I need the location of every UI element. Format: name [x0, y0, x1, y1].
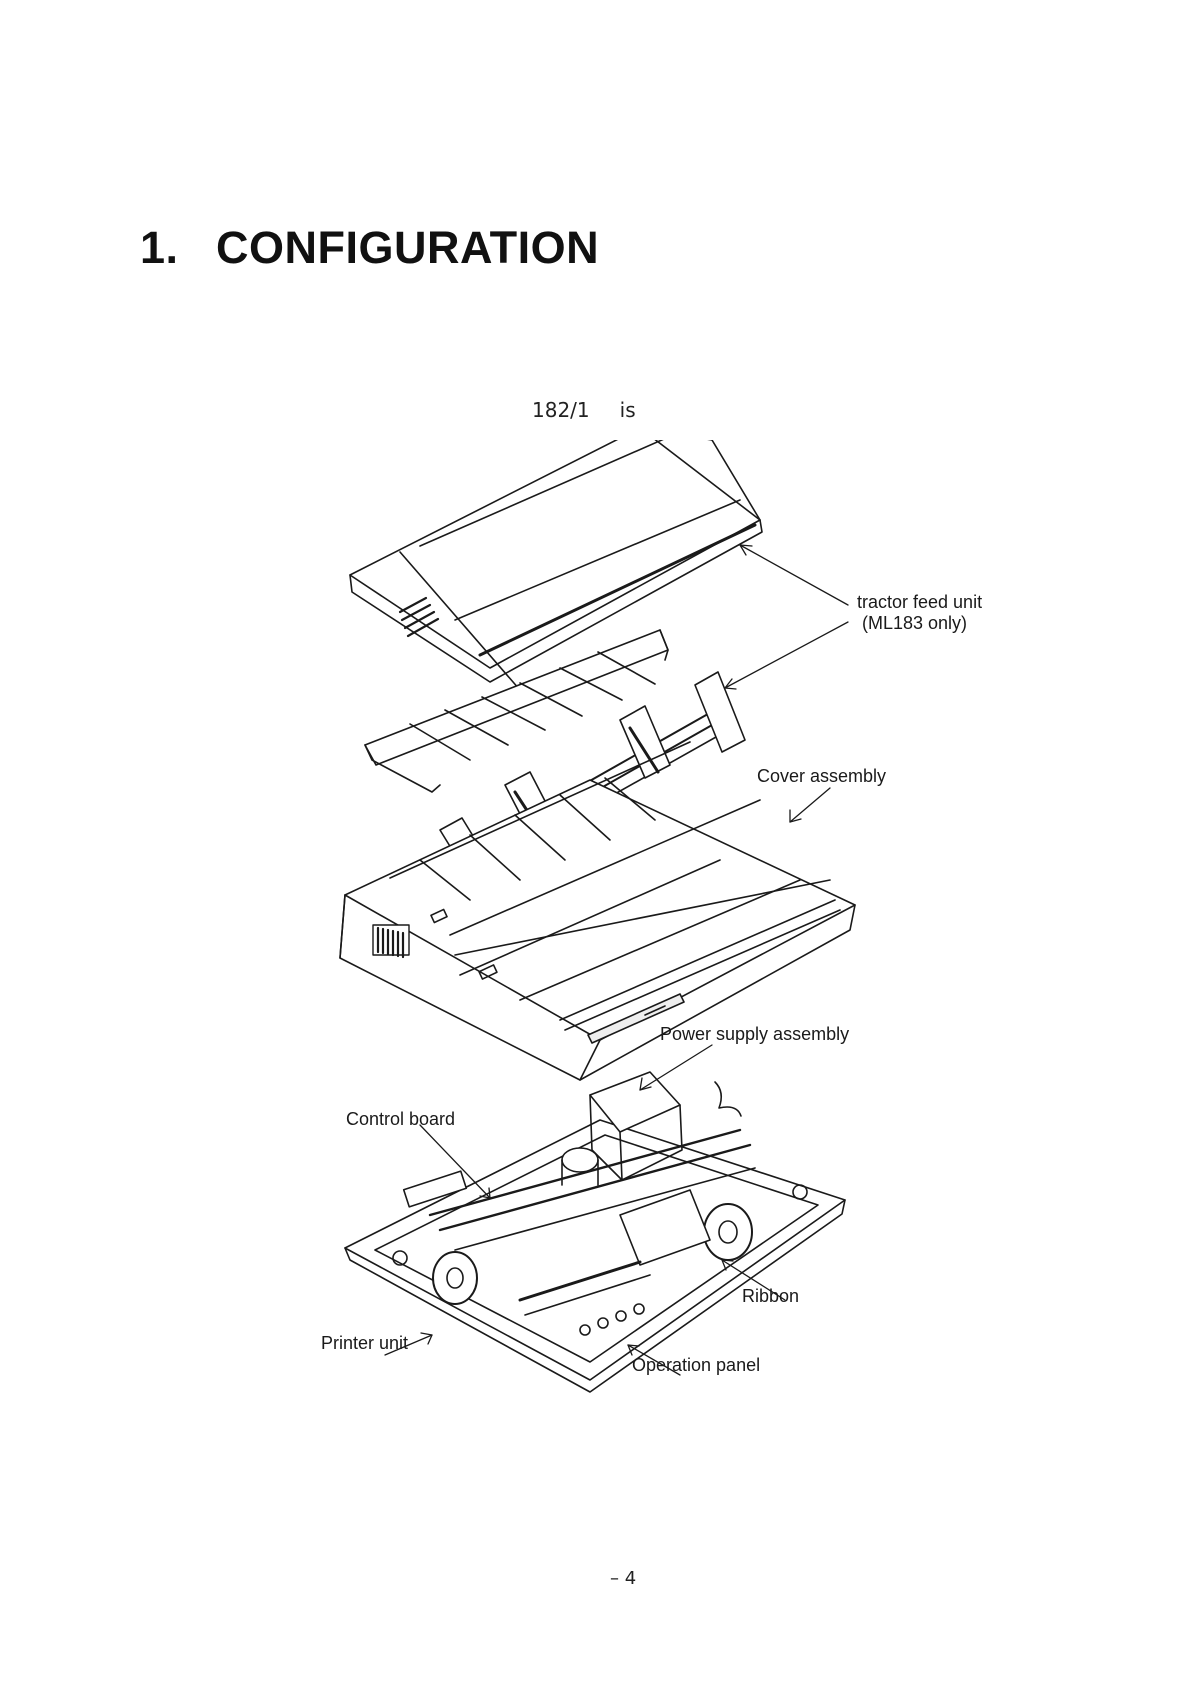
label-power-supply-assembly: Power supply assembly — [660, 1024, 849, 1045]
label-printer-unit: Printer unit — [321, 1333, 408, 1354]
top-cover — [350, 440, 762, 690]
label-ribbon: Ribbon — [742, 1286, 799, 1307]
exploded-printer-diagram — [330, 440, 1110, 1510]
label-cover-assembly: Cover assembly — [757, 766, 886, 787]
page-number: – 4 — [610, 1568, 636, 1589]
side-vent-slots — [373, 925, 409, 957]
section-title: CONFIGURATION — [216, 222, 599, 273]
intro-line: 182/1 is — [532, 398, 636, 422]
section-heading: 1.CONFIGURATION — [140, 222, 599, 274]
intro-word: is — [620, 398, 636, 422]
label-ml183-only: (ML183 only) — [862, 613, 967, 634]
section-number: 1. — [140, 222, 216, 274]
label-operation-panel: Operation panel — [632, 1355, 760, 1376]
label-tractor-feed-unit: tractor feed unit — [857, 592, 982, 613]
model-number: 182/1 — [532, 398, 590, 422]
label-control-board: Control board — [346, 1109, 455, 1130]
